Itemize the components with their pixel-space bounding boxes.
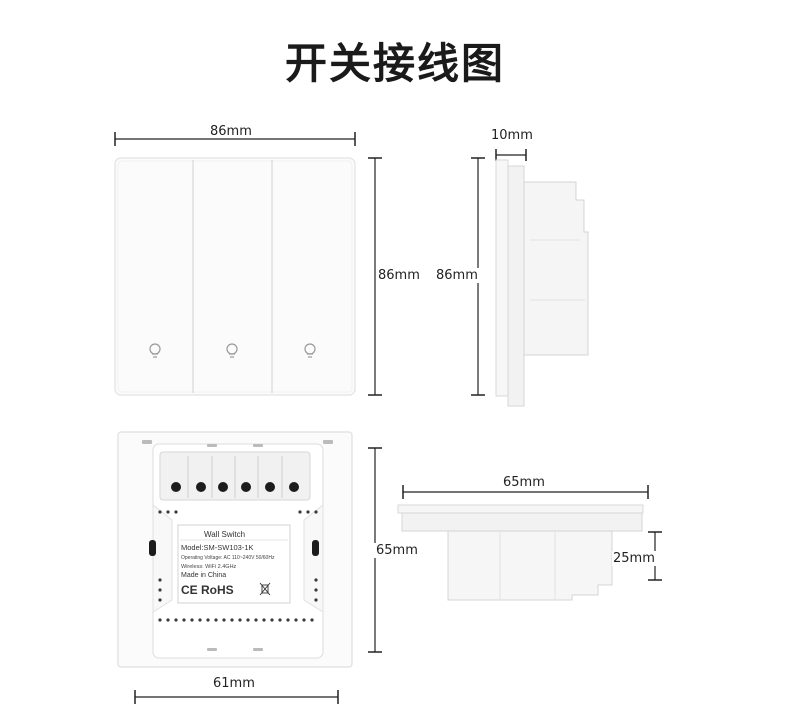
side-height-label: 86mm (434, 268, 480, 283)
back-height-label: 65mm (374, 543, 420, 558)
product-label (177, 524, 291, 604)
bottom-front-plate (397, 504, 644, 514)
side-front-plate (495, 159, 509, 397)
bottom-depth-label: 25mm (612, 551, 656, 566)
label-wireless: Wireless: WiFi 2.4GHz (181, 564, 237, 570)
bulb-icon (226, 343, 238, 358)
switch-front-panel (114, 157, 356, 396)
bottom-width-label: 65mm (503, 475, 545, 490)
label-marks: CE RoHS (181, 583, 234, 597)
bulb-icon (149, 343, 161, 358)
mount-slot (149, 540, 156, 556)
page-title: 开关接线图 (284, 39, 505, 88)
bulb-icon (304, 343, 316, 358)
mount-slot (312, 540, 319, 556)
side-body (523, 181, 589, 356)
weee-bin-icon (259, 582, 271, 596)
side-view (471, 149, 589, 407)
label-voltage: Operating Voltage: AC 110~240V 50/60Hz (181, 555, 275, 561)
front-width-label: 86mm (210, 124, 252, 139)
bottom-view (397, 485, 662, 601)
side-depth-label: 10mm (491, 128, 533, 143)
vent-dots (158, 510, 318, 622)
front-height-label: 86mm (376, 268, 422, 283)
terminal-screws (171, 482, 299, 492)
front-view (114, 132, 382, 396)
back-width-label: 61mm (213, 676, 255, 691)
label-model: Model:SM-SW103-1K (181, 543, 254, 552)
back-view: Wall Switch Model:SM-SW103-1K Operating … (117, 431, 382, 704)
label-name: Wall Switch (204, 530, 245, 539)
bottom-body (447, 530, 613, 601)
label-origin: Made in China (181, 572, 226, 579)
